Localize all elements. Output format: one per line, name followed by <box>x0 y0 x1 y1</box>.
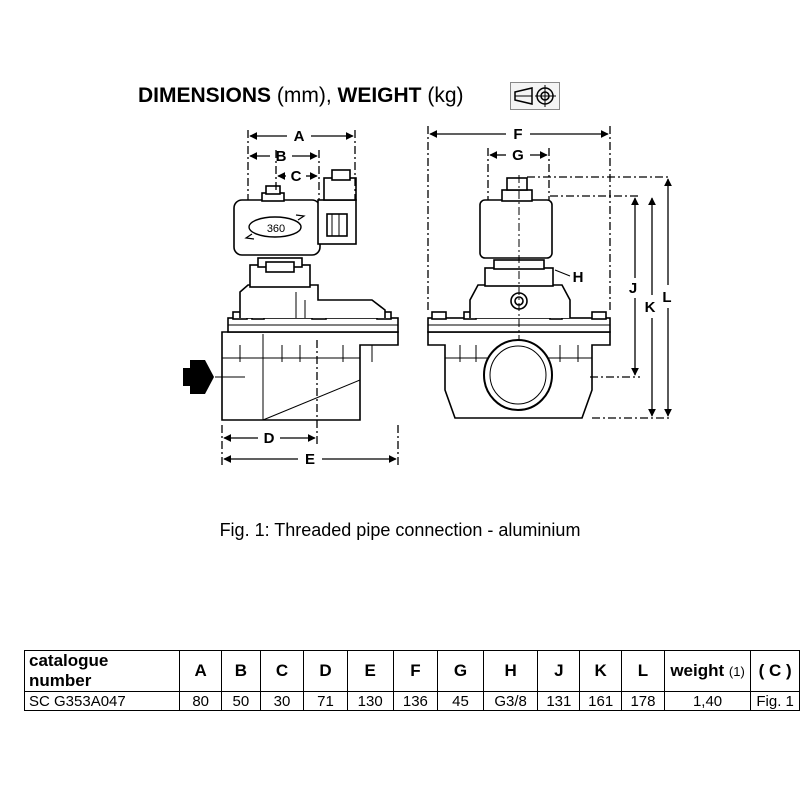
cell-catalogue: SC G353A047 <box>23 691 181 711</box>
cell-fig: Fig. 1 <box>750 691 800 711</box>
third-angle-projection-icon <box>510 82 560 110</box>
side-view-dimensions <box>221 130 399 465</box>
dim-label-j: J <box>629 280 637 297</box>
table-row: SC G353A047 80 50 30 71 130 136 45 G3/8 … <box>23 691 800 711</box>
col-header-weight: weight (1) <box>663 650 752 692</box>
col-header-catalogue: catalogue number <box>23 650 181 692</box>
title-weight: WEIGHT <box>331 84 422 107</box>
col-header-fig: ( C ) <box>750 650 800 692</box>
dim-label-b: B <box>276 148 287 165</box>
spec-table: catalogue number A B C D E F G H J K L w… <box>23 650 800 711</box>
col-header-a: A <box>179 650 222 692</box>
dim-label-l: L <box>662 289 671 306</box>
col-header-f: F <box>392 650 439 692</box>
title-units-kg: (kg) <box>421 84 464 107</box>
title-dimensions: DIMENSIONS <box>138 84 272 107</box>
cell-l: 178 <box>621 691 665 711</box>
cell-f: 136 <box>392 691 439 711</box>
cell-k: 161 <box>579 691 623 711</box>
col-header-k: K <box>579 650 623 692</box>
cell-e: 130 <box>346 691 394 711</box>
dim-label-g: G <box>512 147 524 164</box>
table-header-row: catalogue number A B C D E F G H J K L w… <box>23 650 800 692</box>
flow-arrow-icon <box>190 360 214 394</box>
col-header-e: E <box>346 650 394 692</box>
cell-d: 71 <box>303 691 348 711</box>
valve-technical-drawing: A B C D E F G H J K L 360 <box>183 126 672 468</box>
cell-a: 80 <box>179 691 222 711</box>
front-view-dimensions <box>427 126 672 419</box>
cell-b: 50 <box>220 691 261 711</box>
cell-h: G3/8 <box>482 691 539 711</box>
col-header-d: D <box>303 650 348 692</box>
col-header-j: J <box>537 650 581 692</box>
weight-label: weight <box>670 661 725 680</box>
col-header-c: C <box>259 650 305 692</box>
cell-weight: 1,40 <box>663 691 752 711</box>
col-header-h: H <box>482 650 539 692</box>
dim-label-a: A <box>294 128 305 145</box>
cell-c: 30 <box>259 691 305 711</box>
figure-caption: Fig. 1: Threaded pipe connection - alumi… <box>219 520 581 540</box>
dim-label-f: F <box>513 126 522 143</box>
dim-label-e: E <box>305 451 315 468</box>
dim-label-h: H <box>573 269 584 286</box>
page-title: DIMENSIONS (mm), WEIGHT (kg) <box>138 84 464 108</box>
dim-label-k: K <box>645 299 656 316</box>
dim-label-d: D <box>264 430 275 447</box>
cell-g: 45 <box>437 691 484 711</box>
dim-label-c: C <box>291 168 302 185</box>
side-view <box>215 169 399 421</box>
col-header-g: G <box>437 650 484 692</box>
title-units-mm: (mm), <box>271 84 332 107</box>
weight-note: (1) <box>728 664 745 679</box>
cell-j: 131 <box>537 691 581 711</box>
coil-rotation-label: 360 <box>267 223 285 235</box>
front-view <box>427 175 611 419</box>
col-header-b: B <box>220 650 261 692</box>
col-header-l: L <box>621 650 665 692</box>
